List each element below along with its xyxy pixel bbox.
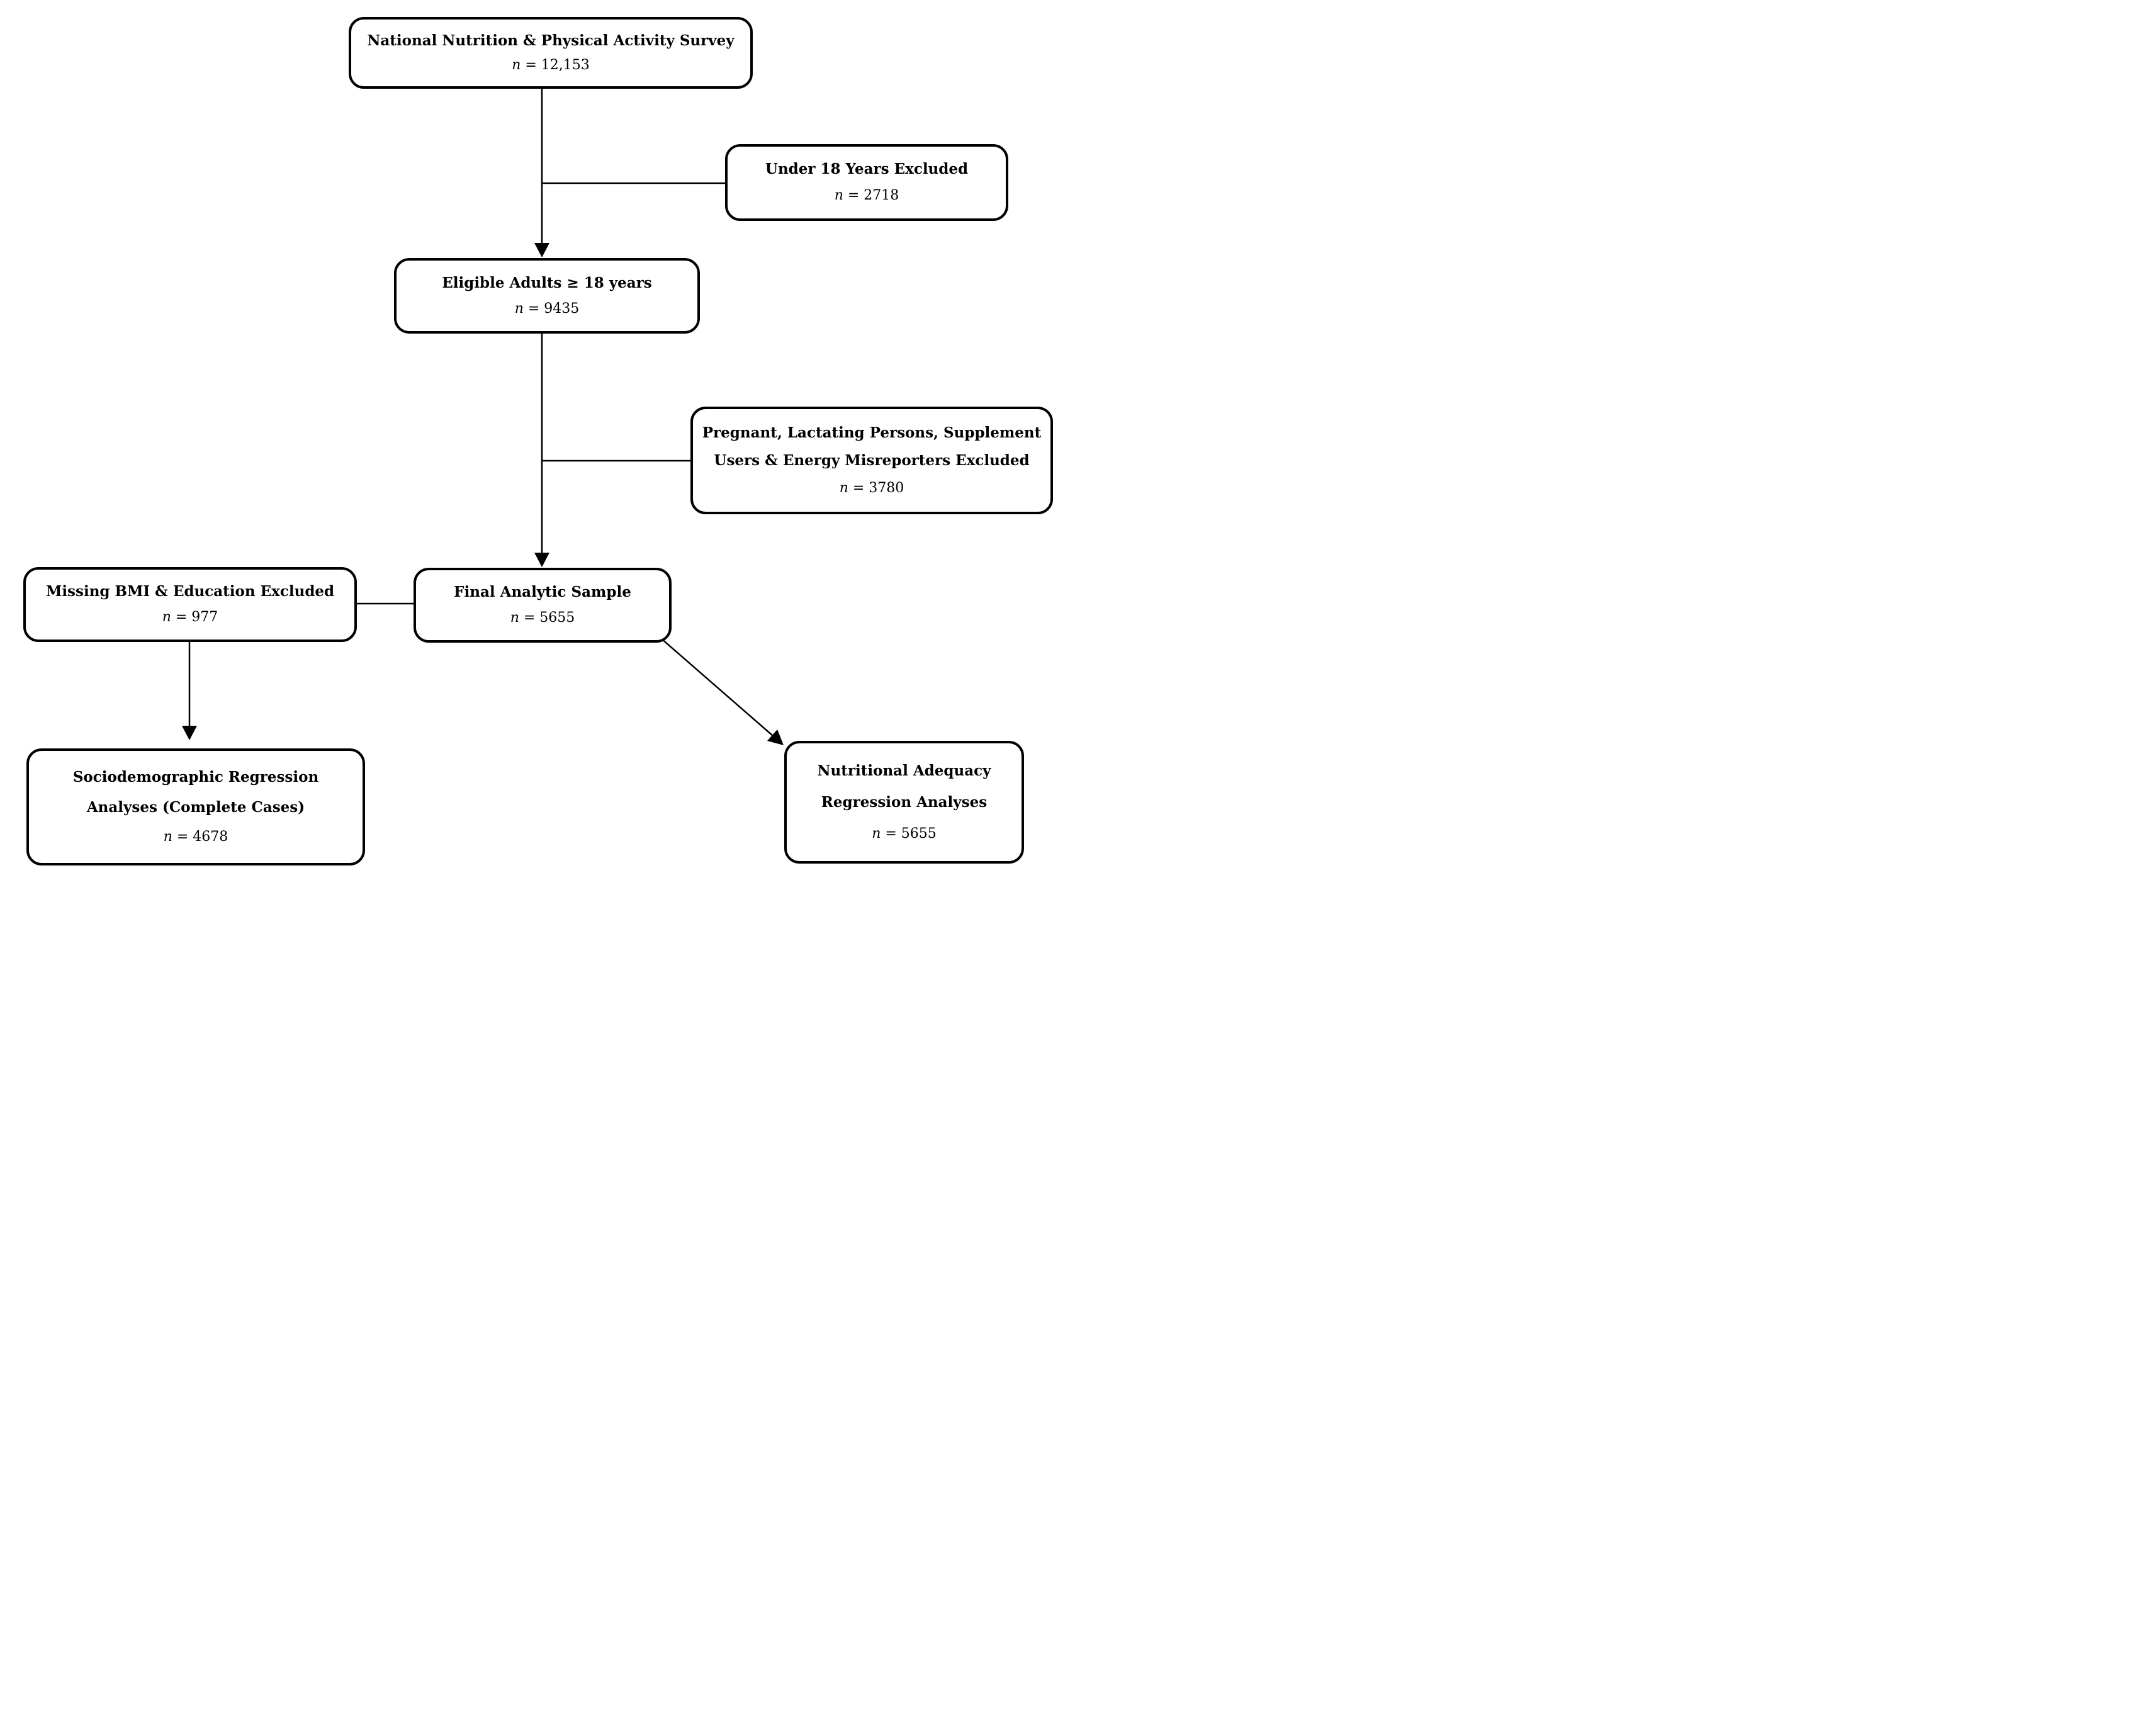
arrowhead-socio	[182, 726, 197, 740]
box-socio-count: n = 4678	[163, 829, 228, 845]
connector-final-to-nutritional	[660, 638, 774, 736]
box-final-analytic-sample: Final Analytic Sample n = 5655	[414, 568, 672, 643]
box-missing-label: Missing BMI & Education Excluded	[45, 583, 335, 600]
box-missing-bmi-excluded: Missing BMI & Education Excluded n = 977	[23, 567, 357, 642]
box-nutritional-label-line1: Nutritional Adequacy	[817, 762, 991, 779]
box-survey-count: n = 12,153	[512, 57, 590, 74]
box-under-18-count: n = 2718	[834, 188, 899, 204]
box-socio-label-line2: Analyses (Complete Cases)	[86, 798, 305, 816]
arrowhead-nutritional	[767, 730, 784, 745]
box-eligible-label: Eligible Adults ≥ 18 years	[442, 274, 652, 291]
box-pregnant-excluded: Pregnant, Lactating Persons, Supplement …	[690, 407, 1053, 514]
box-under-18-label: Under 18 Years Excluded	[765, 161, 969, 178]
box-survey-label: National Nutrition & Physical Activity S…	[367, 31, 735, 49]
flow-diagram: National Nutrition & Physical Activity S…	[0, 0, 1072, 868]
box-nutritional-label-line2: Regression Analyses	[821, 794, 988, 811]
box-eligible-count: n = 9435	[514, 301, 580, 317]
box-final-count: n = 5655	[510, 610, 575, 626]
box-eligible-adults: Eligible Adults ≥ 18 years n = 9435	[394, 258, 700, 334]
connector-layer	[182, 89, 784, 745]
box-sociodemographic-analyses: Sociodemographic Regression Analyses (Co…	[26, 748, 365, 865]
arrowhead-final	[534, 553, 549, 567]
box-final-label: Final Analytic Sample	[454, 583, 631, 601]
box-pregnant-label-line1: Pregnant, Lactating Persons, Supplement	[702, 424, 1042, 441]
box-nutritional-adequacy-analyses: Nutritional Adequacy Regression Analyses…	[784, 741, 1024, 864]
arrowhead-eligible	[534, 243, 549, 257]
box-pregnant-count: n = 3780	[839, 480, 904, 496]
box-pregnant-label-line2: Users & Energy Misreporters Excluded	[714, 452, 1030, 470]
box-nutritional-count: n = 5655	[872, 825, 937, 842]
box-under-18-excluded: Under 18 Years Excluded n = 2718	[725, 144, 1008, 221]
box-missing-count: n = 977	[162, 609, 218, 626]
box-socio-label-line1: Sociodemographic Regression	[72, 768, 319, 786]
box-survey: National Nutrition & Physical Activity S…	[349, 17, 753, 89]
